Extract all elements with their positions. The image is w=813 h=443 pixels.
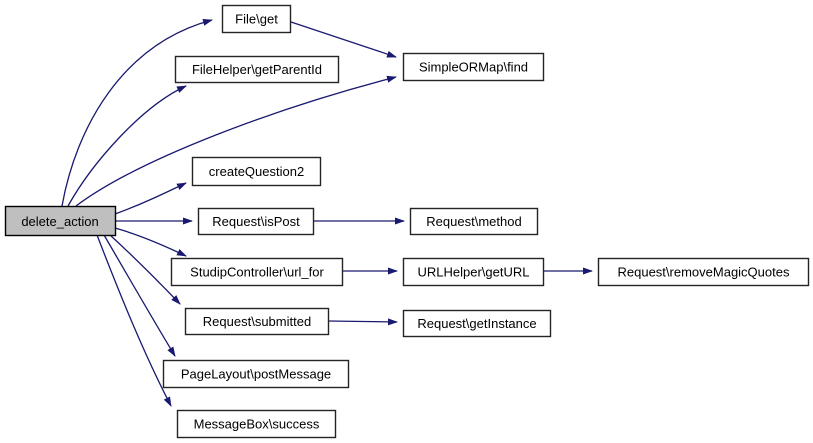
node-label: PageLayout\postMessage <box>181 367 331 382</box>
node-box <box>162 359 350 389</box>
node-box <box>170 257 344 287</box>
node-label: FileHelper\getParentId <box>192 62 322 77</box>
node-label: MessageBox\success <box>194 417 320 432</box>
node-box <box>184 307 330 336</box>
node-request-submitted[interactable]: Request\submitted <box>184 307 330 336</box>
node-label: StudipController\url_for <box>190 265 324 280</box>
node-box <box>174 55 340 84</box>
node-label: createQuestion2 <box>209 164 304 179</box>
node-box <box>597 257 810 287</box>
node-studipcontroller-url-for[interactable]: StudipController\url_for <box>170 257 344 287</box>
node-box <box>402 52 545 82</box>
node-request-ispost[interactable]: Request\isPost <box>197 207 315 236</box>
node-box <box>402 257 545 287</box>
node-box <box>197 207 315 236</box>
edge-delete-action-to-request-submitted <box>109 234 181 305</box>
edge-delete-action-to-file-get <box>61 18 213 207</box>
edge-group <box>61 18 593 407</box>
node-label: Request\method <box>426 214 521 229</box>
node-box <box>221 4 292 34</box>
node-label: URLHelper\getURL <box>418 265 530 280</box>
node-label: File\get <box>235 12 278 27</box>
node-label: Request\isPost <box>212 214 300 229</box>
node-urlhelper-geturl[interactable]: URLHelper\getURL <box>402 257 545 287</box>
node-simpleormap-find[interactable]: SimpleORMap\find <box>402 52 545 82</box>
edge-delete-action-to-messagebox-success <box>96 234 172 407</box>
edge-delete-action-to-simpleormap-find <box>75 75 397 207</box>
node-request-method[interactable]: Request\method <box>409 207 539 236</box>
node-box <box>402 309 552 338</box>
node-label: Request\getInstance <box>417 316 536 331</box>
node-request-removemagicquotes[interactable]: Request\removeMagicQuotes <box>597 257 810 287</box>
node-pagelayout-postmessage[interactable]: PageLayout\postMessage <box>162 359 350 389</box>
edge-file-get-to-simpleormap-find <box>290 21 397 58</box>
node-label: Request\submitted <box>203 314 311 329</box>
node-file-get[interactable]: File\get <box>221 4 292 34</box>
node-box <box>191 156 322 187</box>
node-box <box>409 207 539 236</box>
node-createquestion2[interactable]: createQuestion2 <box>191 156 322 187</box>
node-messagebox-success[interactable]: MessageBox\success <box>176 409 337 439</box>
node-filehelper-getparentid[interactable]: FileHelper\getParentId <box>174 55 340 84</box>
edge-request-submitted-to-request-getinstance <box>327 318 398 326</box>
node-label: Request\removeMagicQuotes <box>618 265 790 280</box>
node-delete-action: delete_action <box>4 205 117 237</box>
node-box <box>176 409 337 439</box>
node-request-getinstance[interactable]: Request\getInstance <box>402 309 552 338</box>
edge-delete-action-to-createquestion2 <box>114 182 187 215</box>
node-label: delete_action <box>21 214 98 229</box>
edge-delete-action-to-studipcontroller-url-for <box>114 227 187 257</box>
edge-delete-action-to-filehelper-getparentid <box>67 85 187 207</box>
edge-delete-action-to-pagelayout-postmessage <box>103 234 176 357</box>
node-box <box>4 205 117 237</box>
node-label: SimpleORMap\find <box>419 60 528 75</box>
